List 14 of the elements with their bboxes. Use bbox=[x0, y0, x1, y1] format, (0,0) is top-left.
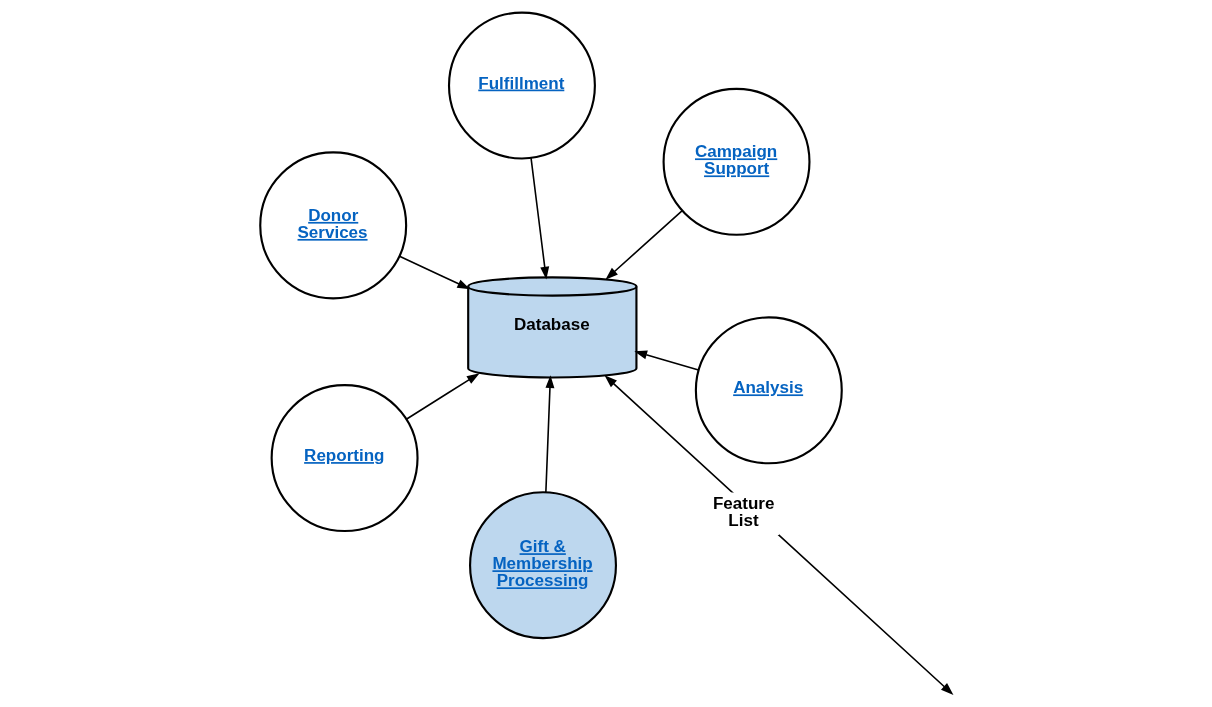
arrow bbox=[604, 209, 683, 280]
node-circle: Gift & Membership Processing bbox=[468, 491, 617, 640]
arrow bbox=[529, 157, 549, 280]
node-circle: Reporting bbox=[270, 384, 419, 533]
node-circle: Donor Services bbox=[258, 151, 407, 300]
arrow bbox=[604, 375, 953, 695]
arrow bbox=[398, 255, 470, 290]
node-circle: Analysis bbox=[694, 316, 843, 465]
arrow bbox=[633, 350, 699, 371]
arrow bbox=[544, 375, 554, 494]
node-circle: Campaign Support bbox=[662, 87, 811, 236]
node-circle: Fulfillment bbox=[447, 11, 596, 160]
edge-label: Feature List bbox=[712, 494, 774, 531]
arrow bbox=[405, 373, 480, 421]
